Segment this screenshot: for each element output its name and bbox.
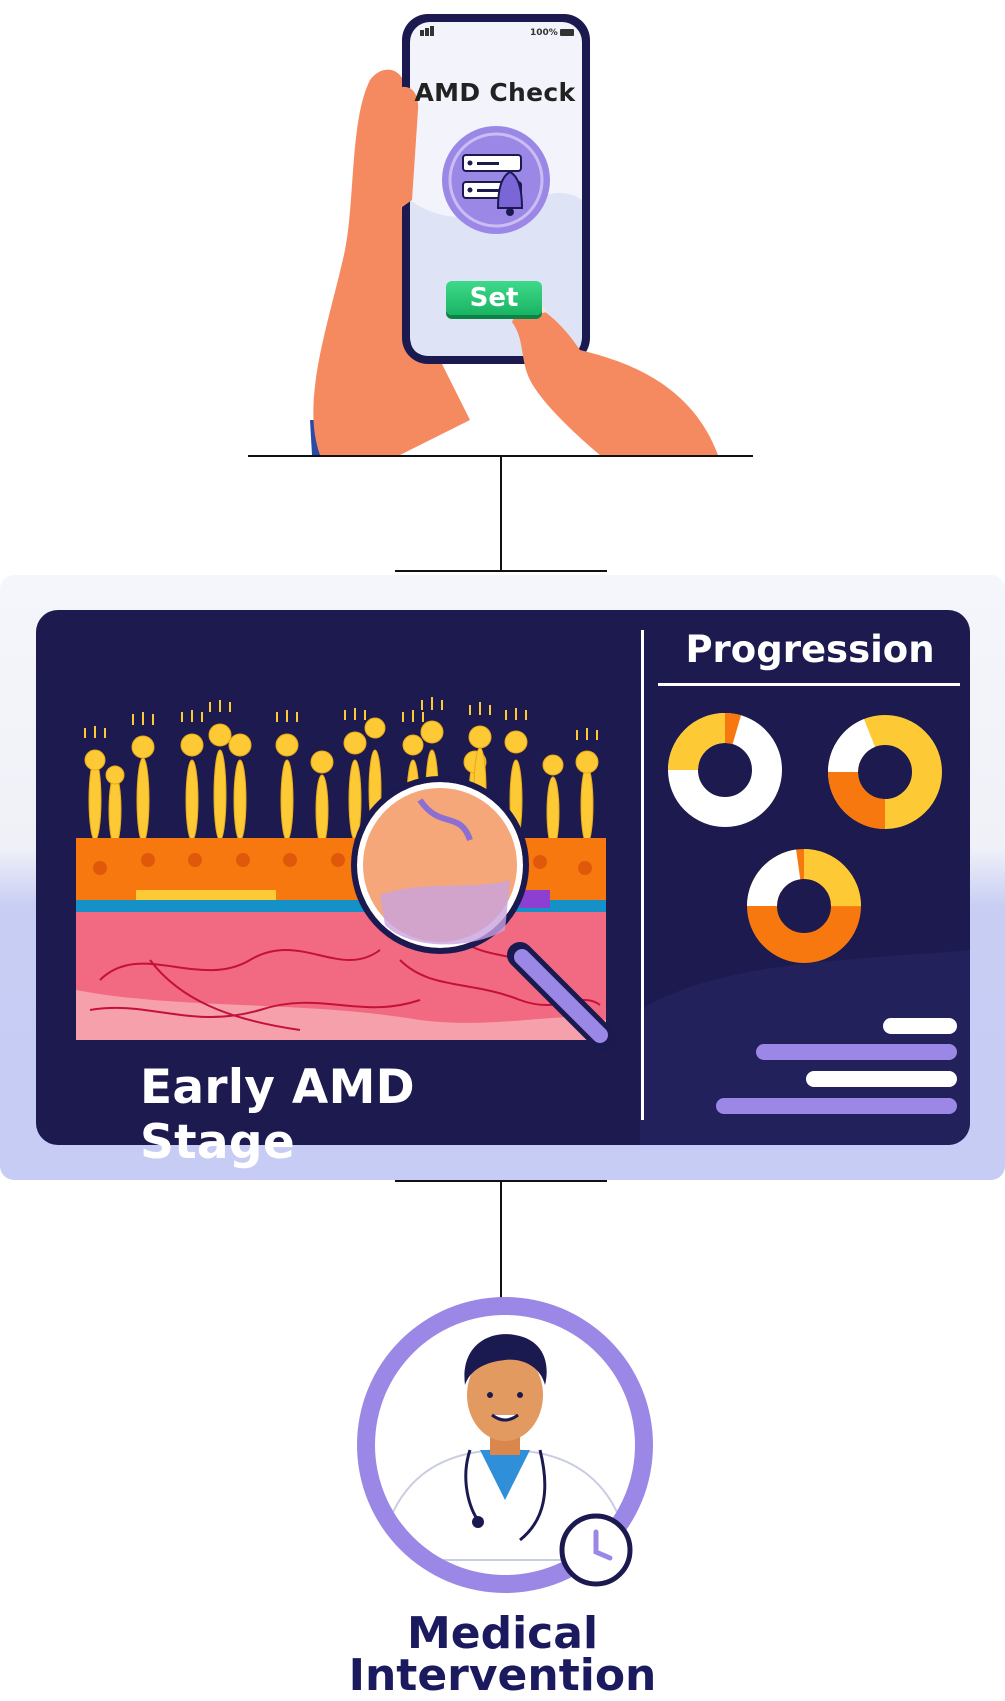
stat-bar-2	[756, 1044, 957, 1060]
stat-bar-1	[883, 1018, 957, 1034]
connector-top-base	[395, 570, 607, 572]
app-title: AMD Check	[414, 78, 576, 107]
doctor-avatar	[357, 1297, 653, 1593]
set-button[interactable]: Set	[446, 281, 542, 315]
phone-illustration	[310, 14, 718, 455]
battery-status: 100%	[530, 28, 558, 38]
progression-title: Progression	[685, 628, 935, 671]
clock-icon	[562, 1516, 630, 1584]
connector-top-stem	[500, 456, 502, 570]
outcome-label-line2: Intervention	[348, 1650, 657, 1701]
stat-bar-4	[716, 1098, 957, 1114]
retina-diagram	[76, 630, 970, 1145]
outcome-label-line1: Medical	[406, 1608, 599, 1659]
connector-bottom-stem	[500, 1181, 502, 1301]
stage-title: Early AMD Stage	[140, 1060, 415, 1170]
dashboard-panel	[36, 610, 970, 1145]
stat-bar-3	[806, 1071, 957, 1087]
